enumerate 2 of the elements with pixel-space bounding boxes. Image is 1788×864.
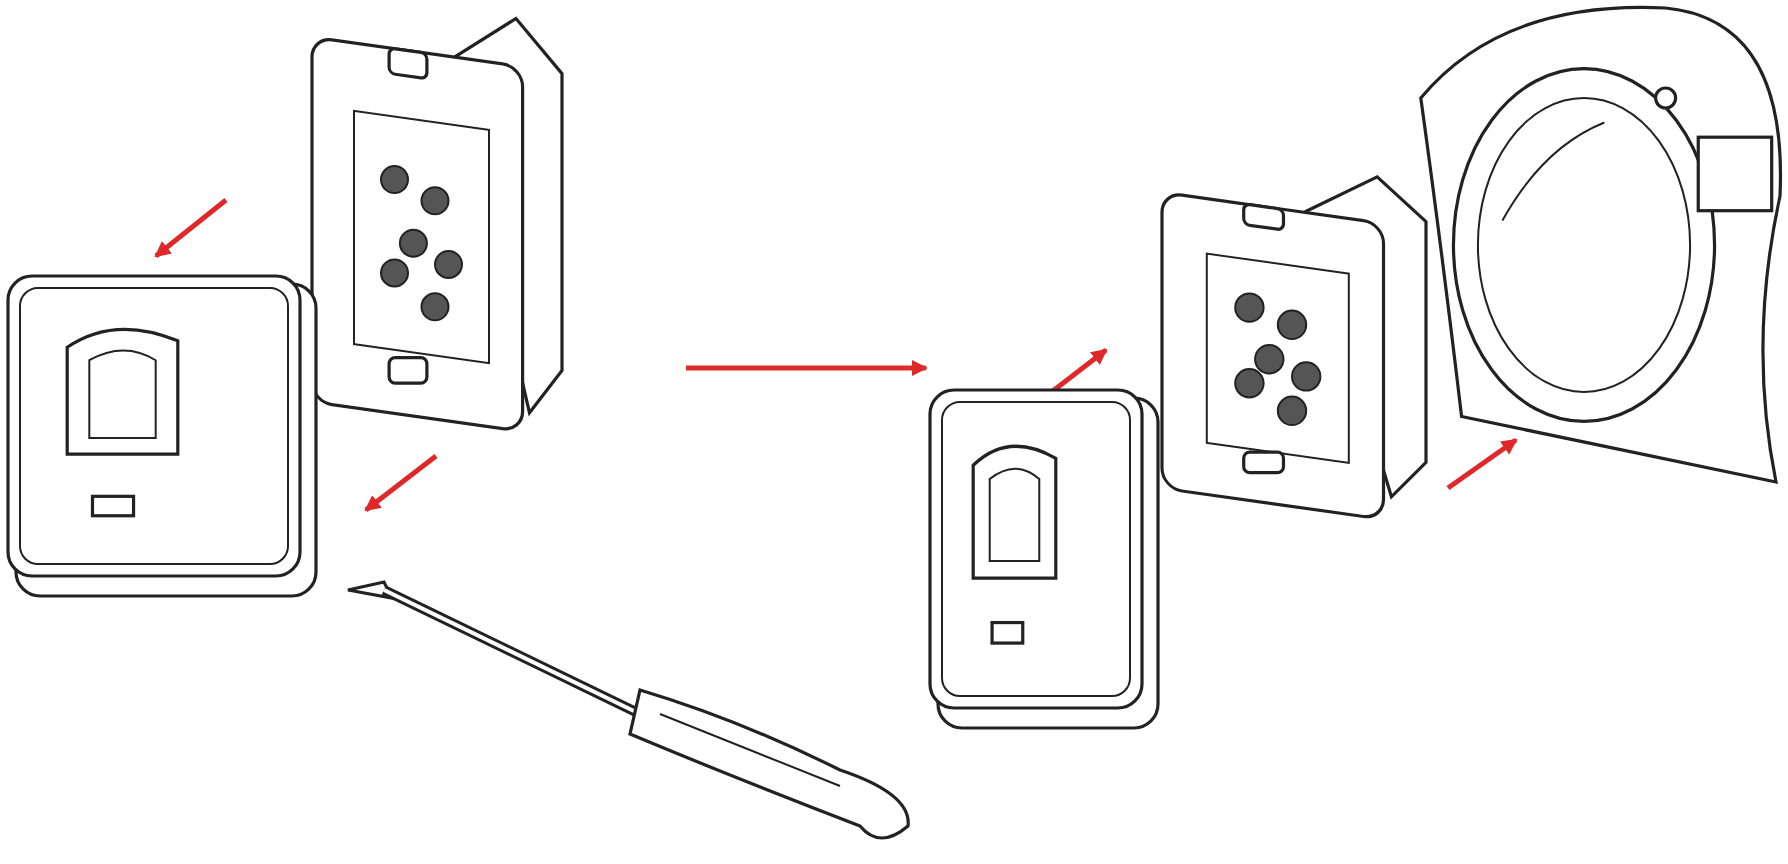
arrow	[686, 360, 928, 376]
sensor-cover-drawing	[4, 276, 320, 600]
